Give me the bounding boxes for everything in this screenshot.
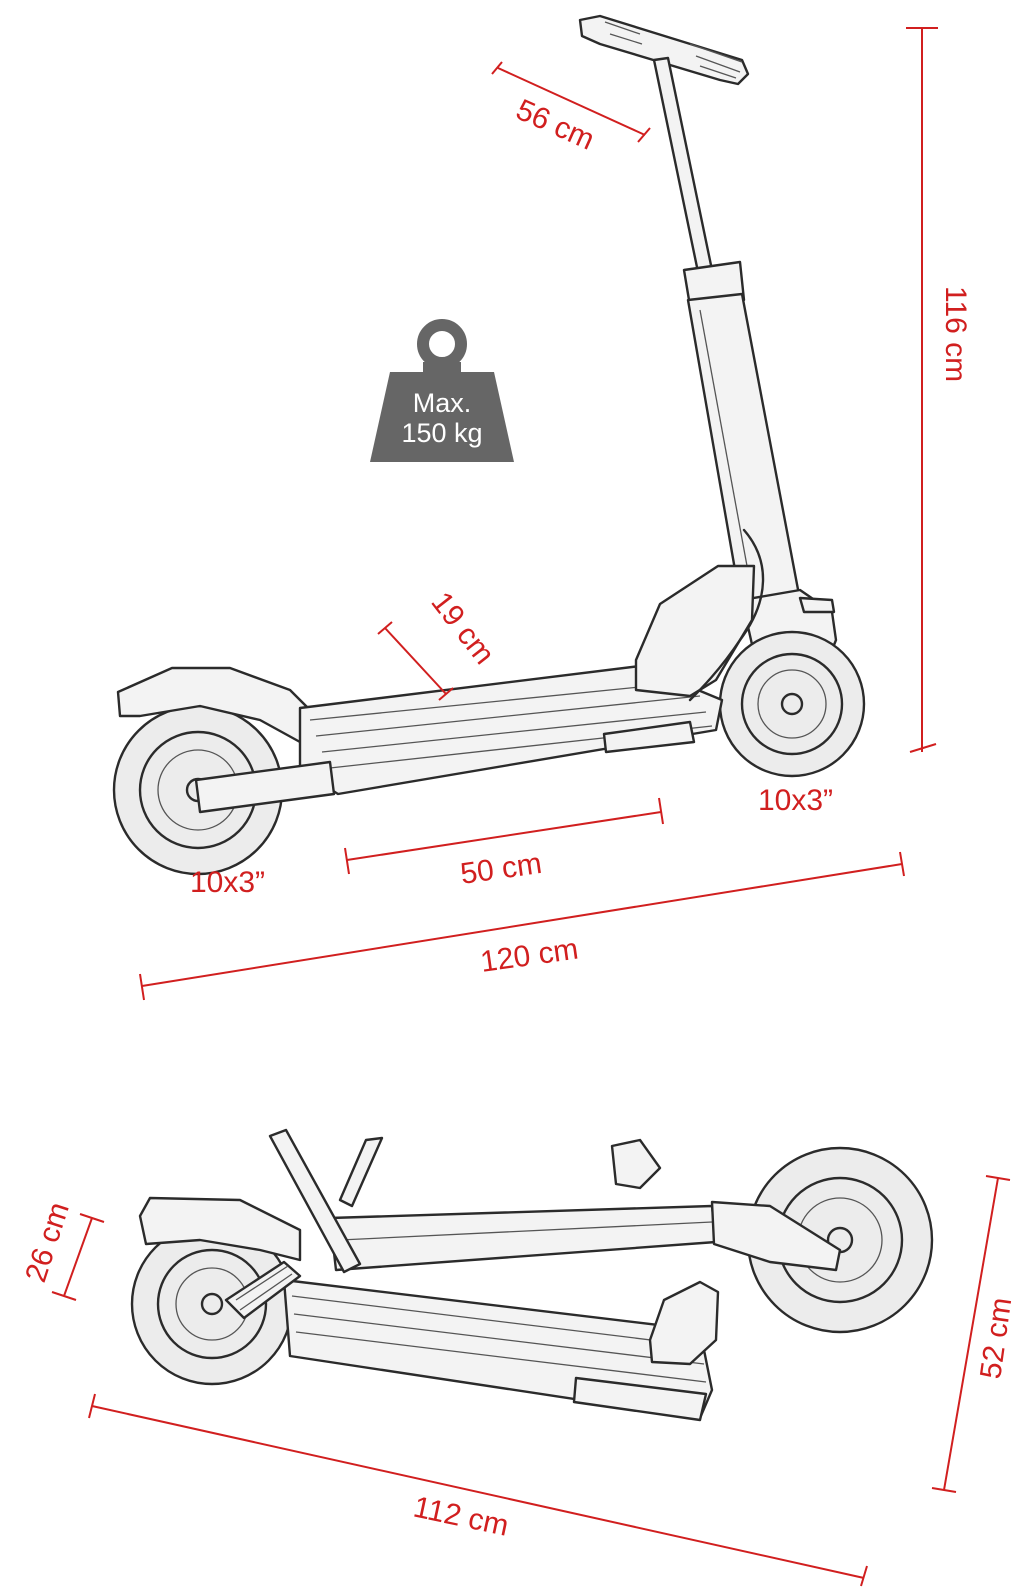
dimension-total-height-label: 116 cm [939,286,972,382]
deck [194,664,724,814]
dimension-folded-width-label: 52 cm [974,1295,1018,1381]
scooter-folded-sketch [130,1128,934,1422]
dimension-deck-length-label: 50 cm [458,847,544,891]
handlebar [578,14,750,86]
folded-front-fork [710,1200,842,1272]
weight-label-max: Max. [413,388,472,418]
front-wheel [718,630,866,778]
dimension-folded-height: 26 cm [19,1198,105,1301]
folded-deck [282,1278,714,1422]
dimension-total-length-label: 120 cm [478,933,580,979]
stem [652,56,802,612]
dimension-handlebar: 56 cm [491,61,651,157]
folded-rear-fender [138,1196,302,1262]
folded-handlebar [224,1128,384,1320]
weight-label-value: 150 kg [401,418,482,448]
dimension-deck-length: 50 cm [344,797,664,891]
dimension-deck-width: 19 cm [377,586,501,701]
folded-stem [328,1204,718,1272]
weight-icon [370,319,514,462]
dimension-handlebar-label: 56 cm [511,93,599,156]
dimension-folded-width: 52 cm [931,1175,1018,1493]
folded-headlamp [610,1138,662,1190]
dimension-folded-length: 112 cm [88,1393,868,1587]
scooter-unfolded-sketch [112,14,866,876]
dimension-deck-width-label: 19 cm [424,586,500,671]
folded-front-fender [648,1280,720,1366]
front-wheel-size-label: 10x3” [758,784,833,817]
brake-cable [688,528,765,702]
dimension-total-height: 116 cm [906,27,972,753]
dimension-folded-length-label: 112 cm [411,1491,512,1543]
weight-badge: Max. 150 kg [370,319,514,462]
dimension-folded-height-label: 26 cm [19,1198,76,1286]
rear-wheel-size-label: 10x3” [190,866,265,899]
